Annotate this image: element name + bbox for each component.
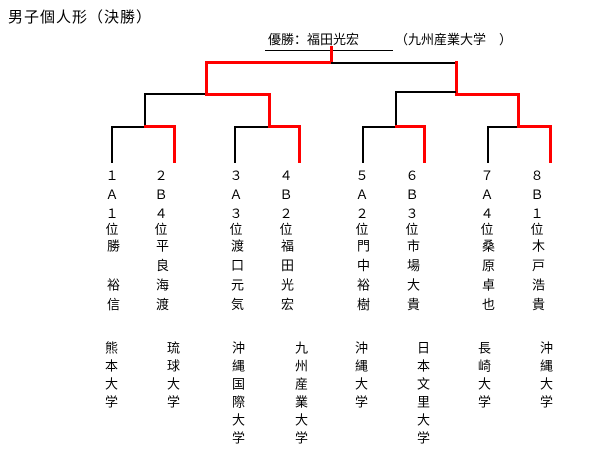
quarterfinal1-line-right-winner — [144, 125, 176, 128]
player-seed-number: ３ — [405, 206, 419, 221]
player-draw-number: ２ — [154, 168, 168, 183]
semifinal1-riser — [205, 61, 208, 95]
player-seed-number: ２ — [279, 206, 293, 221]
player-name: 門中裕樹 — [355, 239, 370, 317]
page-title: 男子個人形（決勝） — [8, 9, 153, 26]
player-column-3: ３ Ａ ３ 位 渡口元気 — [226, 0, 246, 464]
player-name: 渡口元気 — [229, 239, 244, 317]
player-name: 市場大貴 — [405, 239, 420, 317]
player3-line — [234, 126, 236, 163]
player-draw-number: ３ — [229, 168, 243, 183]
quarterfinal4-line-right-winner — [517, 125, 552, 128]
quarterfinal1-riser — [144, 95, 146, 126]
player7-line — [487, 126, 489, 163]
player-seed-number: １ — [530, 206, 544, 221]
player-university: 沖縄大学 — [353, 341, 368, 413]
rank-suffix-label: 位 — [480, 222, 494, 237]
player-column-6: ６ Ｂ ３ 位 市場大貴 — [402, 0, 422, 464]
quarterfinal2-line-right-winner — [268, 125, 301, 128]
rank-suffix-label: 位 — [105, 222, 119, 237]
quarterfinal3-line-left — [362, 126, 396, 128]
player-block-letter: Ｂ — [154, 187, 168, 202]
player-block-letter: Ａ — [480, 187, 494, 202]
player-university: 日本文里大学 — [415, 341, 430, 449]
semifinal2-line-left — [395, 91, 456, 93]
quarterfinal2-line-left — [234, 126, 269, 128]
final-line-right — [331, 62, 457, 64]
quarterfinal1-line-left — [111, 126, 145, 128]
quarterfinal2-riser-winner — [268, 93, 271, 128]
player-block-letter: Ｂ — [530, 187, 544, 202]
rank-suffix-label: 位 — [279, 222, 293, 237]
player-university: 沖縄国際大学 — [230, 341, 245, 449]
quarterfinal4-riser-winner — [517, 93, 520, 128]
semifinal2-riser — [455, 61, 458, 96]
player-column-8: ８ Ｂ １ 位 木戸浩貴 — [527, 0, 547, 464]
quarterfinal3-riser — [395, 91, 397, 126]
player-university: 琉球大学 — [165, 341, 180, 413]
player-column-1: １ Ａ １ 位 勝 裕信 — [102, 0, 122, 464]
quarterfinal4-line-left — [487, 126, 518, 128]
player-seed-number: １ — [105, 206, 119, 221]
champion-university: （九州産業大学 ） — [395, 32, 513, 47]
player-university: 沖縄大学 — [538, 341, 553, 413]
rank-suffix-label: 位 — [154, 222, 168, 237]
player-block-letter: Ｂ — [405, 187, 419, 202]
player-name: 福田光宏 — [279, 239, 294, 317]
player-column-5: ５ Ａ ２ 位 門中裕樹 — [352, 0, 372, 464]
quarterfinal3-line-right-winner — [395, 125, 426, 128]
player1-line — [111, 126, 113, 163]
champion-announcement: 優勝：福田光宏（九州産業大学 ） — [265, 29, 512, 51]
player-draw-number: １ — [105, 168, 119, 183]
player5-line — [362, 126, 364, 163]
player-seed-number: ２ — [355, 206, 369, 221]
player-draw-number: ５ — [355, 168, 369, 183]
final-line-left-winner — [205, 61, 333, 64]
semifinal1-line-right-winner — [205, 93, 271, 96]
player-university: 九州産業大学 — [293, 341, 308, 449]
player-university: 長崎大学 — [476, 341, 491, 413]
player2-line-winner — [173, 125, 176, 163]
player-column-7: ７ Ａ ４ 位 桑原卓也 — [477, 0, 497, 464]
player-block-letter: Ｂ — [279, 187, 293, 202]
player-block-letter: Ａ — [355, 187, 369, 202]
player-university: 熊本大学 — [103, 341, 118, 413]
player-column-2: ２ Ｂ ４ 位 平良海渡 — [151, 0, 171, 464]
player-name: 平良海渡 — [154, 239, 169, 317]
player-draw-number: ６ — [405, 168, 419, 183]
player6-line-winner — [423, 125, 426, 163]
player-seed-number: ４ — [154, 206, 168, 221]
semifinal1-line-left — [144, 93, 206, 95]
player-block-letter: Ａ — [105, 187, 119, 202]
champion-name: 優勝：福田光宏 — [265, 29, 394, 51]
rank-suffix-label: 位 — [355, 222, 369, 237]
player-name: 木戸浩貴 — [530, 239, 545, 317]
player-draw-number: ８ — [530, 168, 544, 183]
champion-stem-line — [330, 46, 333, 64]
player-draw-number: ７ — [480, 168, 494, 183]
player-seed-number: ３ — [229, 206, 243, 221]
player8-line-winner — [549, 125, 552, 163]
player-name: 桑原卓也 — [480, 239, 495, 317]
semifinal2-line-right-winner — [455, 93, 520, 96]
player-name: 勝 裕信 — [105, 239, 120, 317]
rank-suffix-label: 位 — [405, 222, 419, 237]
player-column-4: ４ Ｂ ２ 位 福田光宏 — [276, 0, 296, 464]
player-draw-number: ４ — [279, 168, 293, 183]
rank-suffix-label: 位 — [530, 222, 544, 237]
rank-suffix-label: 位 — [229, 222, 243, 237]
player-block-letter: Ａ — [229, 187, 243, 202]
player4-line-winner — [298, 125, 301, 163]
player-seed-number: ４ — [480, 206, 494, 221]
